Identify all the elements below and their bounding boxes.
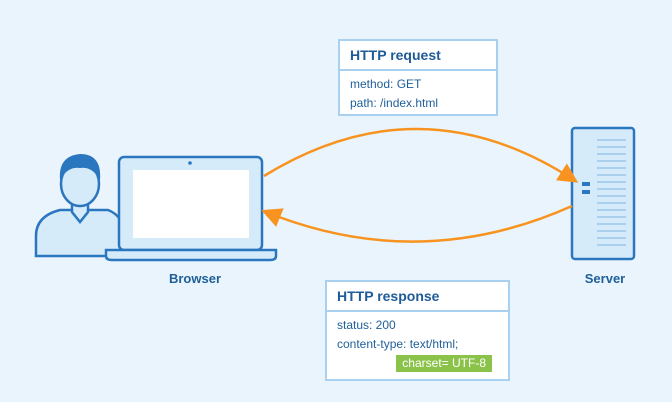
server-label: Server [584, 271, 626, 286]
response-content-type: content-type: text/html; [337, 337, 459, 351]
http-request-title: HTTP request [340, 41, 496, 71]
user-icon [34, 154, 126, 258]
laptop-icon [104, 155, 278, 262]
http-request-box: HTTP request method: GET path: /index.ht… [338, 39, 498, 116]
response-arrow [261, 204, 573, 243]
request-path: path: /index.html [350, 96, 439, 110]
request-arrow [263, 127, 579, 183]
charset-badge: charset= UTF-8 [396, 355, 492, 372]
http-response-title: HTTP response [327, 282, 508, 312]
server-icon [570, 126, 636, 261]
request-method: method: GET [350, 77, 422, 91]
http-response-box: HTTP response status: 200 content-type: … [325, 280, 510, 381]
browser-label: Browser [168, 271, 222, 286]
response-status: status: 200 [337, 318, 396, 332]
